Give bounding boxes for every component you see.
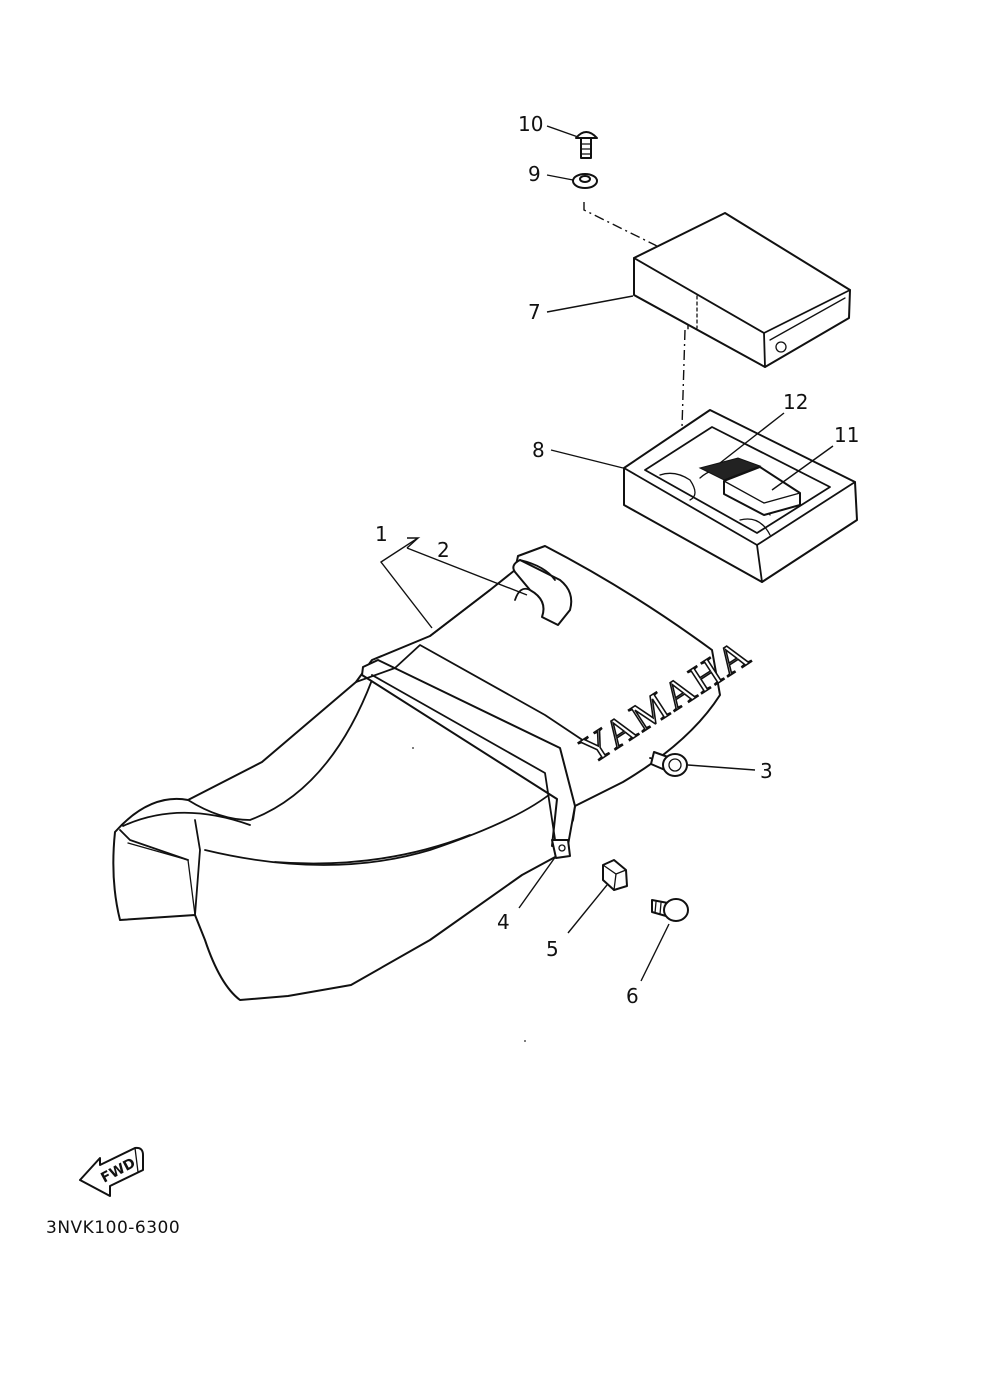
part-3-bolt[interactable] bbox=[649, 751, 688, 777]
leader-lines bbox=[379, 125, 834, 982]
callout-5[interactable]: 5 bbox=[546, 937, 559, 961]
part-10-screw[interactable] bbox=[575, 131, 598, 159]
scan-dot bbox=[524, 1040, 526, 1042]
part-6-bolt[interactable] bbox=[651, 898, 689, 922]
forward-arrow-icon: FWD bbox=[79, 1146, 144, 1197]
part-5-nut[interactable] bbox=[602, 859, 628, 891]
callout-2[interactable]: 2 bbox=[437, 538, 450, 562]
callout-4[interactable]: 4 bbox=[497, 910, 510, 934]
callout-3[interactable]: 3 bbox=[760, 759, 773, 783]
callout-11[interactable]: 11 bbox=[834, 423, 859, 447]
callout-7[interactable]: 7 bbox=[528, 300, 541, 324]
part-1-seat[interactable] bbox=[112, 545, 721, 1001]
callout-6[interactable]: 6 bbox=[626, 984, 639, 1008]
callout-8[interactable]: 8 bbox=[532, 438, 545, 462]
part-2-hook[interactable] bbox=[512, 559, 573, 626]
callout-12[interactable]: 12 bbox=[783, 390, 808, 414]
callout-10[interactable]: 10 bbox=[518, 112, 543, 136]
part-9-washer[interactable] bbox=[572, 173, 598, 189]
diagram-code: 3NVK100-6300 bbox=[46, 1218, 180, 1238]
part-11-strip[interactable] bbox=[723, 466, 801, 516]
callout-1[interactable]: 1 bbox=[375, 522, 388, 546]
scan-dot bbox=[412, 747, 414, 749]
part-4-clip[interactable] bbox=[551, 839, 571, 859]
callouts: 10 9 7 8 12 11 1 2 3 4 5 6 bbox=[375, 112, 859, 1008]
part-7-cover[interactable] bbox=[633, 212, 851, 368]
callout-9[interactable]: 9 bbox=[528, 162, 541, 186]
